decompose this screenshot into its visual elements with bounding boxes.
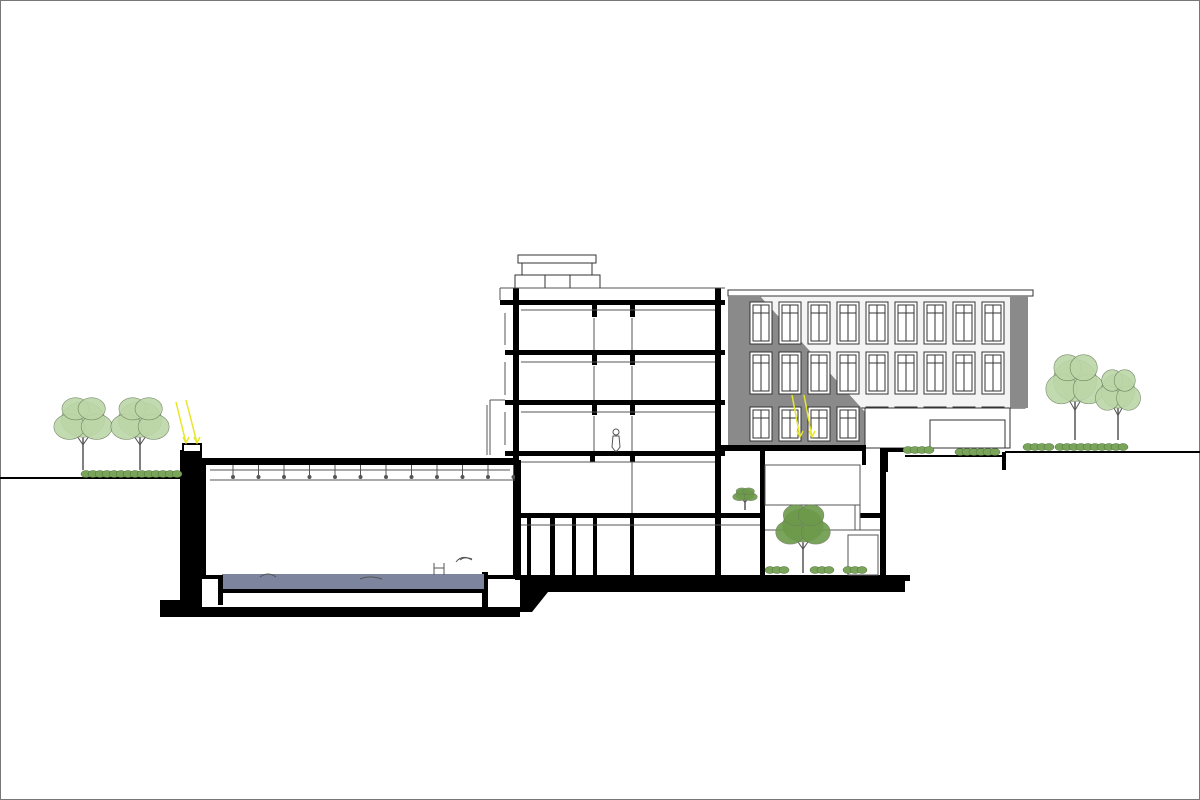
facade-window xyxy=(778,301,802,345)
facade-window xyxy=(981,351,1005,395)
sun-ray xyxy=(791,394,804,439)
main-building-section xyxy=(486,287,1006,612)
facade-window xyxy=(865,351,889,395)
shrub-icon xyxy=(764,566,790,574)
facade-window xyxy=(952,301,976,345)
facade-window xyxy=(923,301,947,345)
facade-window xyxy=(807,301,831,345)
rear-building-elevation xyxy=(727,289,1034,449)
facade-window xyxy=(749,301,773,345)
facade-window xyxy=(923,351,947,395)
shrub-icon xyxy=(842,566,868,574)
shrub-icon xyxy=(954,448,1001,456)
facade-window xyxy=(749,351,773,395)
facade-side-shadow xyxy=(1010,296,1028,408)
pool-hall-section xyxy=(160,443,521,617)
shrub-icons xyxy=(80,443,1129,574)
facade-window xyxy=(807,351,831,395)
tree-icons xyxy=(53,354,1141,573)
pool-water xyxy=(222,574,484,589)
human-figure xyxy=(611,428,621,452)
tree-icon xyxy=(732,487,758,510)
facade-window xyxy=(836,351,860,395)
shrub-icon xyxy=(902,446,935,454)
facade-window xyxy=(865,301,889,345)
swimmer-figures xyxy=(259,557,473,580)
facade-window xyxy=(749,406,773,442)
facade-window xyxy=(836,406,860,442)
facade-window xyxy=(894,351,918,395)
facade-window xyxy=(981,301,1005,345)
floor-slabs xyxy=(500,300,910,581)
tree-icon xyxy=(53,397,113,470)
facade-window xyxy=(836,301,860,345)
shrub-icon xyxy=(1022,443,1055,451)
facade-window xyxy=(952,351,976,395)
sun-ray xyxy=(185,399,201,445)
facade-window xyxy=(778,351,802,395)
shrub-icon xyxy=(80,470,183,478)
facade-window xyxy=(894,301,918,345)
tree-icon xyxy=(775,504,831,573)
sun-ray xyxy=(175,401,190,445)
sun-ray xyxy=(803,394,816,439)
floor-beams xyxy=(527,305,635,575)
tree-icon xyxy=(110,397,170,470)
rooftop-penthouse xyxy=(514,254,601,289)
tree-icon xyxy=(1095,369,1141,440)
shrub-icon xyxy=(1054,443,1129,451)
roof-truss xyxy=(210,465,516,481)
shrub-icon xyxy=(809,566,835,574)
sunlight-arrows xyxy=(175,394,816,445)
